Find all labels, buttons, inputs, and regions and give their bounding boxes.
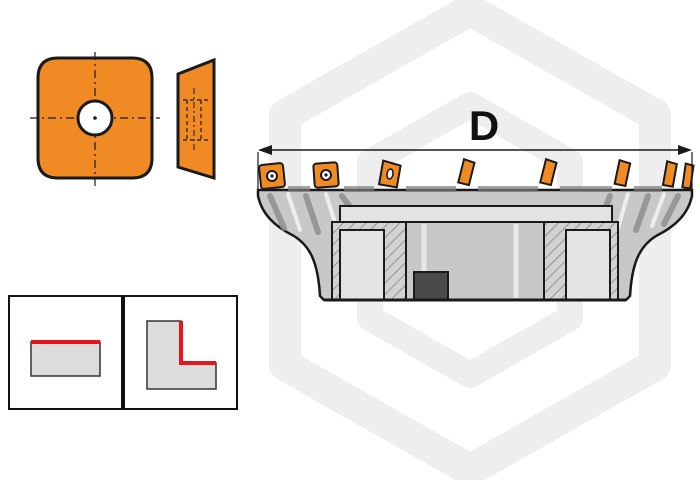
square-insert-top-view-icon bbox=[30, 52, 160, 186]
dimension-arrow-right-icon bbox=[678, 145, 692, 155]
face-mill-cutter-section-icon bbox=[256, 157, 695, 302]
dimension-label-d: D bbox=[469, 102, 499, 149]
insert-side-profile-icon bbox=[176, 57, 216, 181]
diameter-dimension: D bbox=[257, 102, 693, 196]
shoulder-milling-operation-icon bbox=[123, 295, 238, 410]
face-milling-operation-icon bbox=[8, 295, 123, 410]
hexagon-logo-icon bbox=[269, 0, 671, 480]
dimension-arrow-left-icon bbox=[258, 145, 272, 155]
